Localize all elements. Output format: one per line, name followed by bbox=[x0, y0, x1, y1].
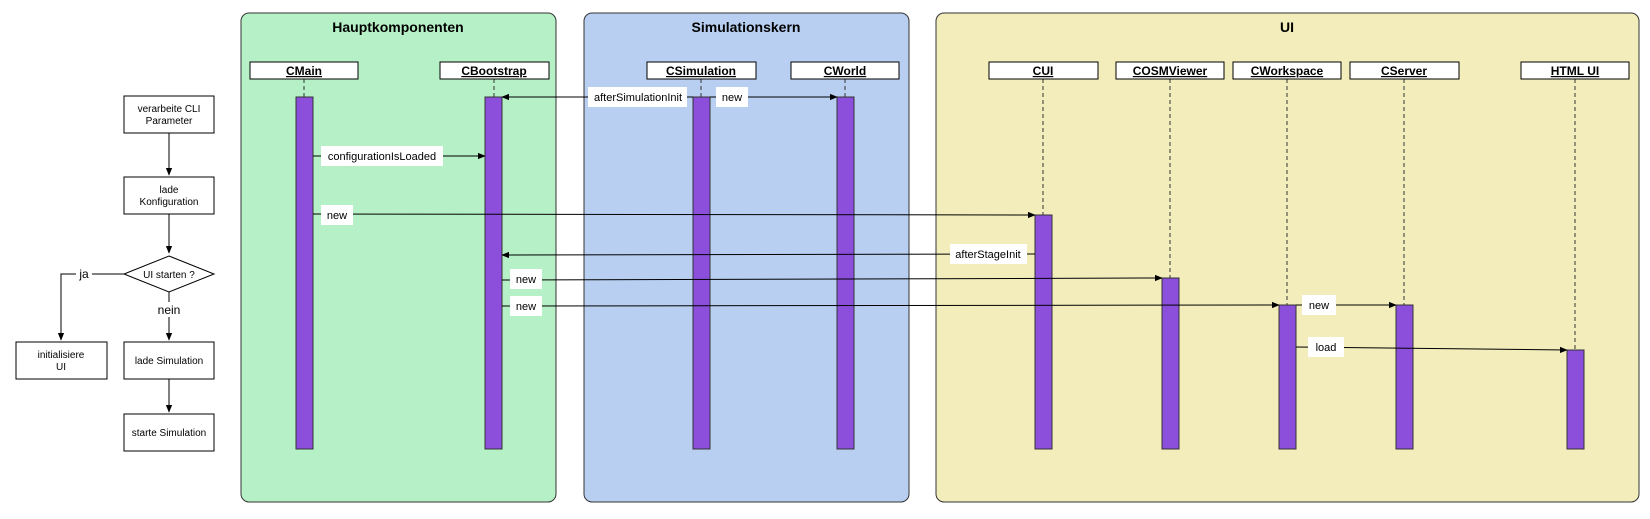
flow-edge-decision-yes bbox=[57, 273, 124, 341]
message-new-cosmviewer: new bbox=[501, 269, 1163, 289]
message-new-cserver-bg bbox=[1302, 295, 1336, 315]
message-new-cui: new bbox=[312, 205, 1036, 225]
activation-cworld bbox=[836, 96, 855, 450]
group-simulationskern: Simulationskern bbox=[583, 12, 910, 503]
message-load-htmlui-bg bbox=[1308, 337, 1344, 357]
flow-yes-label: ja bbox=[78, 267, 89, 281]
lifeline-cserver-head bbox=[1349, 61, 1460, 80]
lifeline-cserver-name: CServer bbox=[1381, 64, 1427, 78]
flow-no-label-bg bbox=[153, 302, 185, 317]
lifeline-cosmviewer-head bbox=[1115, 61, 1225, 80]
lifeline-cworld-name: CWorld bbox=[824, 64, 866, 78]
activation-htmlui bbox=[1566, 349, 1585, 450]
flow-node-init-ui bbox=[15, 341, 108, 380]
message-new-cworkspace: new bbox=[501, 296, 1280, 316]
lifeline-csimulation-name: CSimulation bbox=[666, 64, 736, 78]
lifeline-cserver: CServer bbox=[1349, 61, 1460, 450]
activation-cserver bbox=[1395, 304, 1414, 450]
lifeline-cosmviewer: COSMViewer bbox=[1115, 61, 1225, 450]
activation-csimulation bbox=[692, 96, 711, 450]
message-new-cui-label: new bbox=[327, 210, 347, 222]
message-new-cui-arrow bbox=[312, 211, 1036, 219]
flow-no-label: nein bbox=[158, 303, 181, 317]
flow-node-cli-line1: verarbeite CLI bbox=[138, 104, 201, 115]
lifeline-cworkspace-name: CWorkspace bbox=[1251, 64, 1324, 78]
group-hauptkomponenten-title: Hauptkomponenten bbox=[332, 19, 463, 35]
lifeline-htmlui: HTML UI bbox=[1520, 61, 1630, 450]
message-after-stage-init-label: afterStageInit bbox=[955, 249, 1020, 261]
lifeline-cui-name: CUI bbox=[1033, 64, 1054, 78]
lifeline-cworld: CWorld bbox=[790, 61, 900, 450]
flow-yes-label-bg bbox=[76, 266, 92, 281]
activation-cmain bbox=[295, 96, 314, 450]
message-after-stage-init-bg bbox=[950, 244, 1027, 264]
lifeline-cui: CUI bbox=[988, 61, 1099, 450]
lifeline-csimulation-head bbox=[646, 61, 757, 80]
message-new-cworkspace-bg bbox=[510, 296, 542, 316]
flow-node-start-sim bbox=[123, 413, 215, 452]
message-after-simulation-init-label: afterSimulationInit bbox=[594, 92, 682, 104]
message-after-simulation-init-bg bbox=[588, 87, 687, 107]
message-new-cserver-label: new bbox=[1309, 300, 1329, 312]
lifeline-cmain-name: CMain bbox=[286, 64, 322, 78]
lifeline-htmlui-head bbox=[1520, 61, 1630, 80]
group-simulationskern-title: Simulationskern bbox=[692, 19, 801, 35]
flow-node-load-sim bbox=[123, 341, 215, 380]
flow-node-cli-line2: Parameter bbox=[146, 116, 193, 127]
lifeline-cworkspace: CWorkspace bbox=[1232, 61, 1342, 450]
lifeline-cui-head bbox=[988, 61, 1099, 80]
message-new-cworld-label: new bbox=[722, 92, 742, 104]
message-new-cserver: new bbox=[1296, 295, 1397, 315]
message-after-simulation-init: afterSimulationInit bbox=[501, 87, 693, 107]
message-configuration-is-loaded: configurationIsLoaded bbox=[313, 146, 486, 166]
message-configuration-is-loaded-bg bbox=[321, 146, 443, 166]
message-new-cworkspace-arrow bbox=[501, 301, 1280, 309]
message-new-cosmviewer-bg bbox=[510, 269, 542, 289]
message-configuration-is-loaded-label: configurationIsLoaded bbox=[328, 151, 436, 163]
flowchart: verarbeite CLI Parameter lade Konfigurat… bbox=[15, 95, 216, 452]
lifeline-cbootstrap-head bbox=[439, 61, 550, 80]
lifeline-cworld-head bbox=[790, 61, 900, 80]
lifeline-cmain: CMain bbox=[249, 61, 359, 450]
message-load-htmlui-label: load bbox=[1316, 342, 1337, 354]
flow-node-cli bbox=[123, 95, 215, 134]
message-new-cosmviewer-label: new bbox=[516, 274, 536, 286]
flow-node-start-sim-label: starte Simulation bbox=[132, 428, 206, 439]
lifeline-csimulation: CSimulation bbox=[646, 61, 757, 450]
lifeline-cbootstrap: CBootstrap bbox=[439, 61, 550, 450]
message-after-stage-init: afterStageInit bbox=[501, 244, 1036, 264]
group-hauptkomponenten-box bbox=[240, 12, 557, 503]
activation-cosmviewer bbox=[1161, 277, 1180, 450]
lifeline-cosmviewer-name: COSMViewer bbox=[1133, 64, 1208, 78]
activation-cui bbox=[1034, 214, 1053, 450]
message-new-cosmviewer-arrow bbox=[501, 274, 1163, 282]
lifeline-cworkspace-head bbox=[1232, 61, 1342, 80]
group-simulationskern-box bbox=[583, 12, 910, 503]
flow-node-init-ui-line1: initialisiere bbox=[38, 350, 85, 361]
lifeline-htmlui-name: HTML UI bbox=[1551, 64, 1599, 78]
message-new-cworkspace-label: new bbox=[516, 301, 536, 313]
flow-node-decision-label: UI starten ? bbox=[143, 270, 195, 281]
message-new-cui-bg bbox=[321, 205, 353, 225]
lifeline-cbootstrap-name: CBootstrap bbox=[461, 64, 526, 78]
flow-node-init-ui-line2: UI bbox=[56, 362, 66, 373]
group-ui-title: UI bbox=[1280, 19, 1294, 35]
flow-node-config-line2: Konfiguration bbox=[140, 197, 199, 208]
flow-node-config-line1: lade bbox=[160, 185, 179, 196]
flow-node-load-sim-label: lade Simulation bbox=[135, 356, 203, 367]
message-after-stage-init-arrow bbox=[501, 251, 1036, 259]
message-load-htmlui: load bbox=[1295, 337, 1568, 357]
lifeline-cmain-head bbox=[249, 61, 359, 80]
activation-cbootstrap bbox=[484, 96, 503, 450]
group-hauptkomponenten: Hauptkomponenten bbox=[240, 12, 557, 503]
message-new-cworld: new bbox=[710, 87, 838, 107]
flow-node-config bbox=[123, 176, 215, 215]
activation-cworkspace bbox=[1278, 304, 1297, 450]
message-new-cworld-bg bbox=[716, 87, 748, 107]
